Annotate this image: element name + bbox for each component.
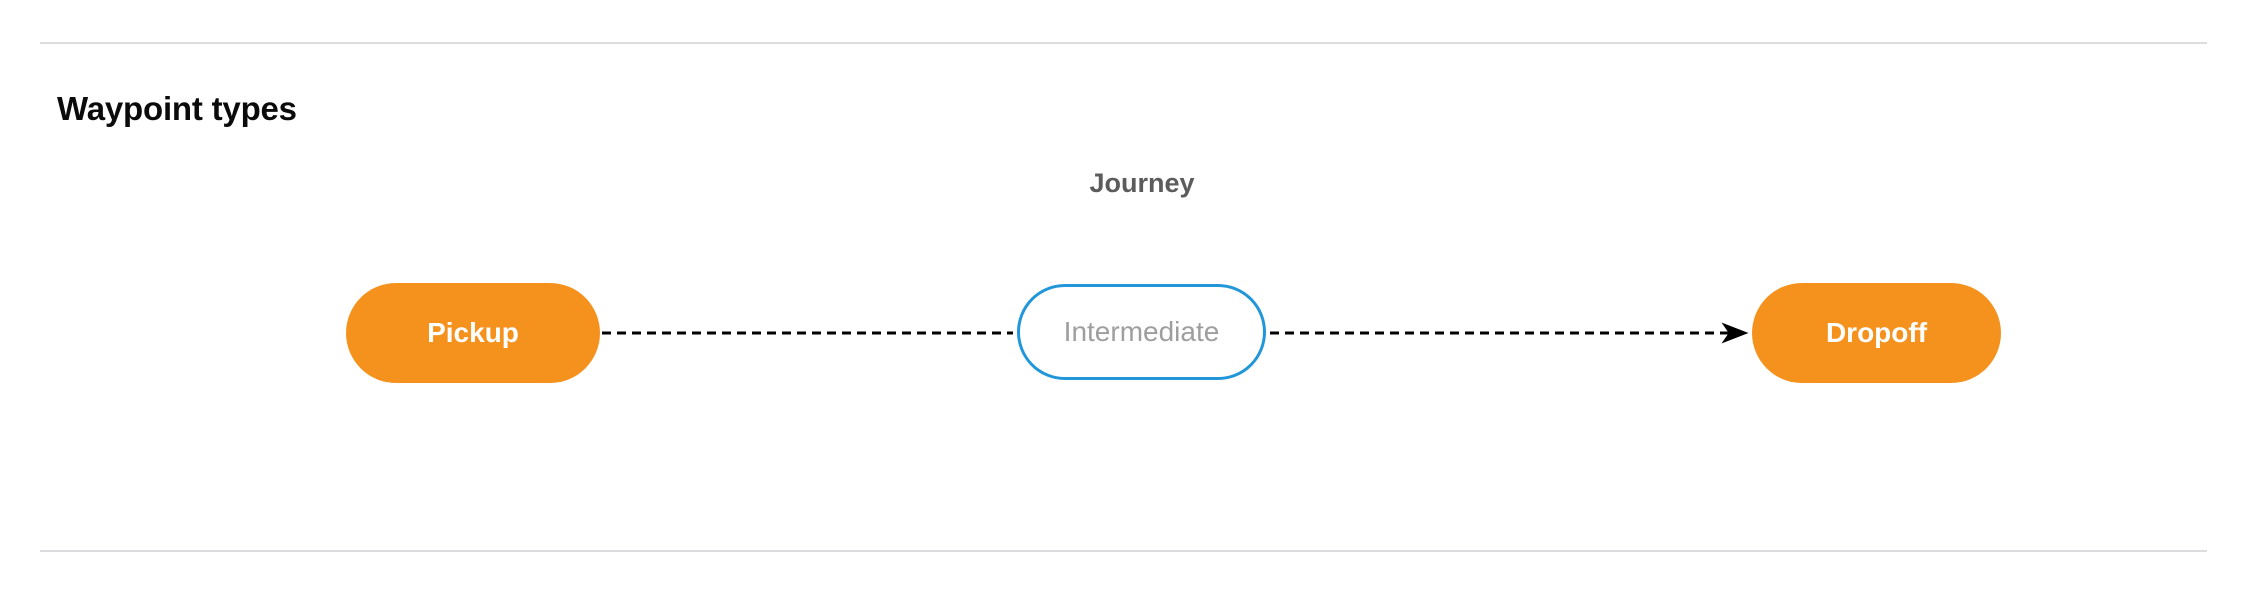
node-dropoff[interactable]: Dropoff bbox=[1752, 283, 2001, 383]
journey-group-label: Journey bbox=[1089, 168, 1195, 198]
page-title: Waypoint types bbox=[57, 90, 297, 128]
node-pickup-label: Pickup bbox=[427, 317, 519, 348]
node-dropoff-label: Dropoff bbox=[1825, 317, 1928, 348]
node-pickup[interactable]: Pickup bbox=[346, 283, 600, 383]
node-intermediate[interactable]: Intermediate bbox=[1017, 284, 1266, 380]
section-divider-top bbox=[40, 42, 2207, 44]
node-intermediate-label: Intermediate bbox=[1063, 316, 1220, 347]
section-divider-bottom bbox=[40, 550, 2207, 552]
